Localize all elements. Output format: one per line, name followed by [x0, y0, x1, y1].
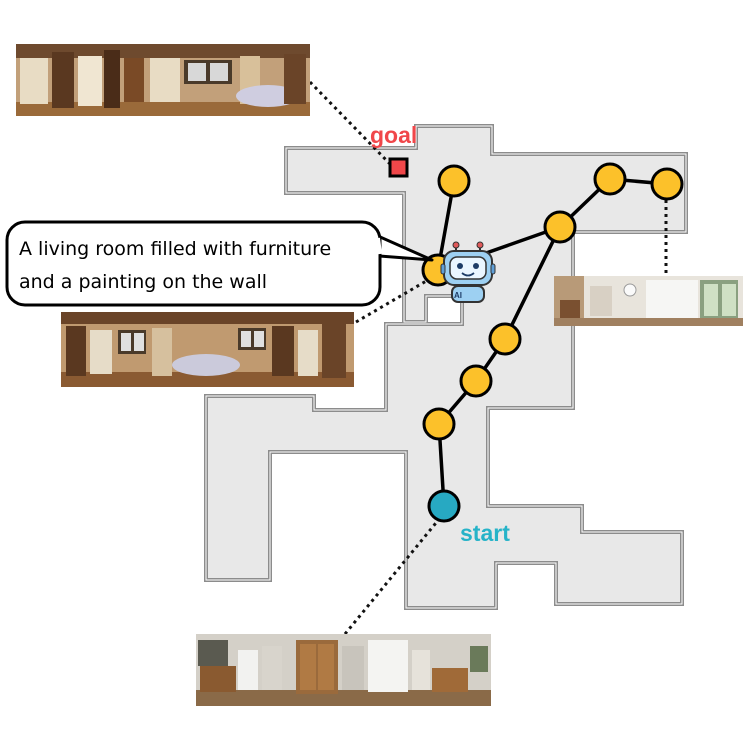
start-node: [427, 489, 461, 523]
edge: [503, 225, 562, 341]
waypoint-node: [422, 407, 456, 441]
goal-marker: [388, 157, 409, 178]
robot-badge-text: AI: [454, 291, 462, 300]
robot-agent-icon: AI: [440, 241, 496, 303]
goal-leader: [308, 80, 394, 168]
caption-line-2: and a painting on the wall: [19, 271, 267, 293]
current-panorama-image: [61, 312, 354, 387]
goal-panorama-image: [16, 44, 310, 116]
start-label: start: [460, 520, 510, 546]
caption-line-1: A living room filled with furniture: [19, 238, 331, 260]
waypoint-node: [437, 164, 471, 198]
panorama-leaders: [308, 80, 668, 635]
waypoint-node: [650, 167, 684, 201]
goal-label: goal: [370, 122, 417, 148]
waypoint-node: [593, 162, 627, 196]
waypoint-node: [459, 364, 493, 398]
start-panorama-image: [196, 634, 491, 706]
caption-bubble: A living room filled with furniture and …: [5, 220, 434, 307]
waypoint-node: [488, 322, 522, 356]
branch-panorama-image: [554, 276, 743, 326]
waypoint-node: [543, 210, 577, 244]
